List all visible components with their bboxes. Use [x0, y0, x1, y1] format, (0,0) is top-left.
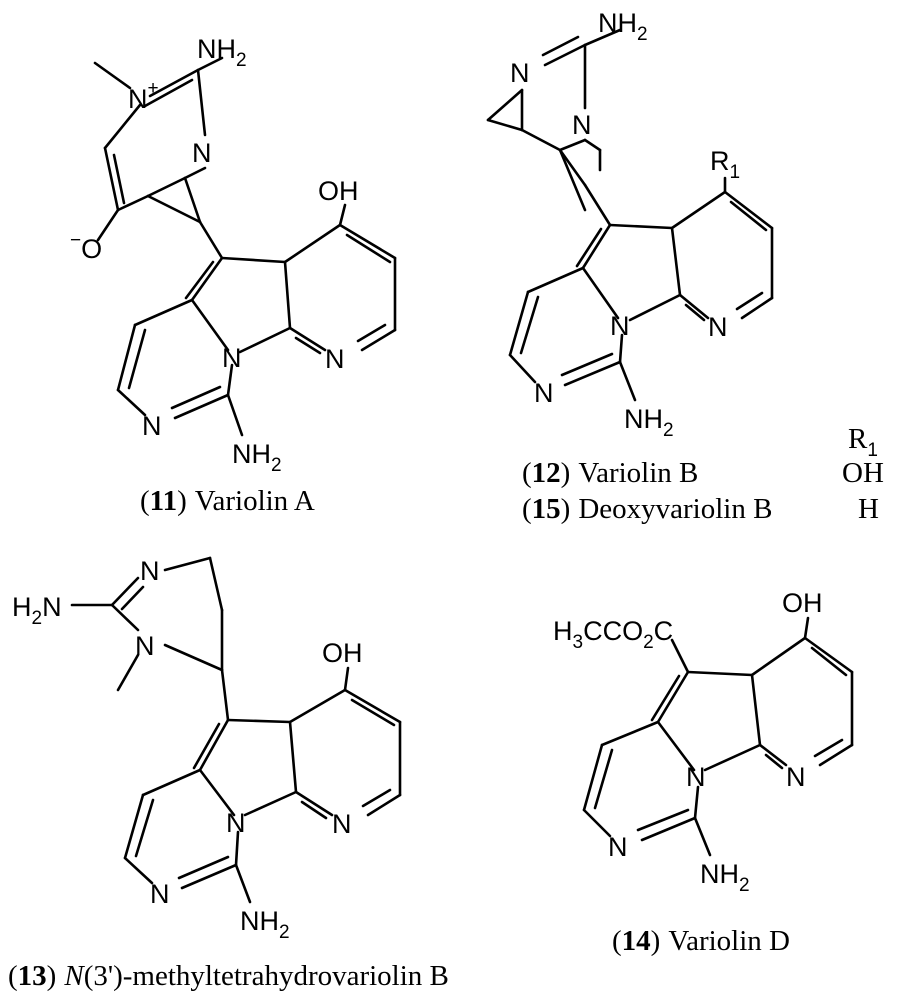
caption-methyltetrahydrovariolin-b: (13)N(3')-methyltetrahydrovariolin B: [8, 960, 449, 992]
atom-n: N: [510, 58, 530, 88]
structure-methyltetrahydrovariolin-b: [70, 556, 402, 904]
atom-nh2: NH2: [232, 439, 282, 476]
caption-deoxyvariolin-b: (15)Deoxyvariolin B: [522, 493, 772, 525]
structure-variolin-b: [486, 28, 774, 402]
atom-n: N: [135, 631, 155, 661]
atom-n-plus: N+: [128, 78, 159, 114]
atom-r1: R1: [710, 146, 740, 183]
atom-n: N: [686, 762, 706, 792]
caption-variolin-a: (11)Variolin A: [140, 485, 315, 517]
atom-n: N: [150, 879, 170, 909]
caption-variolin-b: (12)Variolin B: [522, 457, 698, 489]
atom-n: N: [325, 344, 345, 374]
atom-nh2: NH2: [240, 906, 290, 943]
atom-n: N: [226, 808, 246, 838]
caption-variolin-d: (14)Variolin D: [612, 925, 790, 957]
atom-n: N: [534, 378, 554, 408]
atom-nh2: NH2: [197, 34, 247, 71]
atom-n: N: [608, 832, 628, 862]
atom-n: N: [610, 311, 630, 341]
structure-variolin-d: [582, 616, 854, 857]
atom-oh: OH: [322, 638, 363, 668]
atom-methyl-ester: H3CCO2C: [553, 616, 673, 653]
atom-o-minus: −O: [70, 230, 102, 264]
atom-n: N: [142, 411, 162, 441]
atom-oh: OH: [782, 588, 823, 618]
atom-n: N: [572, 110, 592, 140]
r1-value-deoxyvariolin-b: H: [858, 493, 879, 525]
atom-nh2: NH2: [700, 859, 750, 896]
atom-oh: OH: [318, 176, 359, 206]
atom-h2n: H2N: [12, 592, 62, 629]
atom-n: N: [332, 809, 352, 839]
atom-nh2: NH2: [624, 404, 674, 441]
atom-n: N: [786, 762, 806, 792]
r1-value-variolin-b: OH: [842, 457, 884, 489]
atom-n: N: [140, 556, 160, 586]
atom-n: N: [708, 312, 728, 342]
atom-n: N: [222, 343, 242, 373]
atom-nh2: NH2: [598, 8, 648, 45]
r1-header: R1: [848, 423, 878, 461]
structure-variolin-a: [93, 56, 397, 437]
atom-n: N: [192, 138, 212, 168]
